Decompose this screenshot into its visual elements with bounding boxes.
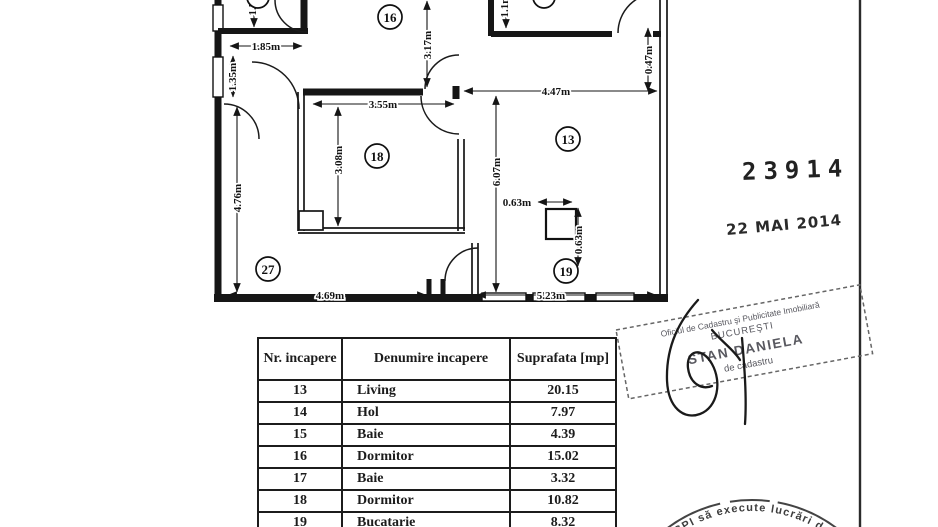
signature	[665, 298, 747, 426]
cell-nr: 18	[257, 489, 343, 513]
door-arc-room19	[444, 247, 479, 282]
cell-nr: 19	[257, 511, 343, 527]
room-19-label: 19	[560, 264, 574, 279]
dim-3-08: 3.08m	[333, 146, 345, 174]
round-stamp-arc-text: CPI să execute lucrări de	[672, 502, 831, 527]
outer-walls	[212, 0, 668, 302]
cell-suprafata: 10.82	[509, 489, 617, 513]
cell-nr: 16	[257, 445, 343, 469]
cell-suprafata: 7.97	[509, 401, 617, 425]
door-arc-top-left-room	[274, 0, 308, 33]
window-left-mid	[212, 56, 224, 98]
round-stamp: CPI să execute lucrări de	[667, 499, 837, 527]
cell-nr: 15	[257, 423, 343, 447]
table-row: 17 Baie 3.32	[257, 467, 617, 491]
window-bottom-3	[595, 292, 635, 302]
cell-denumire: Dormitor	[341, 445, 511, 469]
room-number-labels: 16 13 18 27 19	[246, 0, 581, 284]
door-arc-hall-left	[223, 103, 260, 140]
dim-0-47: 0.47m	[643, 46, 655, 74]
room-13-label: 13	[562, 132, 576, 147]
registration-number-stamp: 23914	[741, 154, 850, 186]
dim-cut-right: 1.1m	[499, 0, 511, 17]
header-nr-incapere: Nr. incapere	[257, 337, 343, 381]
cell-denumire: Dormitor	[341, 489, 511, 513]
table-row: 19 Bucatarie 8.32	[257, 511, 617, 527]
cell-nr: 13	[257, 379, 343, 403]
cell-denumire: Hol	[341, 401, 511, 425]
room-area-table: Nr. incapere Denumire incapere Suprafata…	[257, 337, 617, 527]
table-header-row: Nr. incapere Denumire incapere Suprafata…	[257, 337, 617, 381]
dim-6-07: 6.07m	[491, 158, 503, 186]
door-arc-top-right-room	[617, 0, 637, 34]
wall-notch-room18	[298, 210, 324, 231]
table-row: 14 Hol 7.97	[257, 401, 617, 425]
table-row: 18 Dormitor 10.82	[257, 489, 617, 513]
table-row: 16 Dormitor 15.02	[257, 445, 617, 469]
cell-suprafata: 3.32	[509, 467, 617, 491]
cell-denumire: Bucatarie	[341, 511, 511, 527]
cell-suprafata: 4.39	[509, 423, 617, 447]
dim-3-55: 3.55m	[369, 99, 397, 111]
interior-walls	[218, 0, 661, 301]
svg-text:CPI să execute lucrări de: CPI să execute lucrări de	[672, 502, 833, 527]
table-row: 15 Baie 4.39	[257, 423, 617, 447]
cell-nr: 14	[257, 401, 343, 425]
dim-4-76: 4.76m	[232, 184, 244, 212]
cell-denumire: Baie	[341, 423, 511, 447]
dim-1-35: 1.35m	[227, 63, 239, 91]
dim-4-47: 4.47m	[542, 86, 570, 98]
cell-denumire: Living	[341, 379, 511, 403]
flue-square	[544, 207, 578, 241]
dim-4-69: 4.69m	[316, 290, 344, 302]
cell-suprafata: 15.02	[509, 445, 617, 469]
header-denumire: Denumire incapere	[341, 337, 511, 381]
cell-suprafata: 8.32	[509, 511, 617, 527]
window-left-top	[212, 4, 224, 32]
window-bottom-1	[481, 292, 527, 302]
door-arc-hall	[251, 61, 300, 110]
dim-0-63-v: 0.63m	[573, 226, 585, 254]
dim-1-85: 1.85m	[252, 41, 280, 53]
dimension-lines: 1.85m 1.35m 1.5m 1.1m 3.17m 3.55m 4.47m …	[225, 0, 658, 304]
room-27-label: 27	[262, 262, 276, 277]
header-suprafata: Suprafata [mp]	[509, 337, 617, 381]
dim-3-17: 3.17m	[422, 31, 434, 59]
room-18-label: 18	[371, 149, 385, 164]
door-arc-room16-down	[420, 95, 460, 135]
dim-0-63-h: 0.63m	[503, 197, 531, 209]
room-16-label: 16	[384, 10, 398, 25]
dim-5-23: 5.23m	[537, 290, 565, 302]
cell-denumire: Baie	[341, 467, 511, 491]
cell-suprafata: 20.15	[509, 379, 617, 403]
table-row: 13 Living 20.15	[257, 379, 617, 403]
cell-nr: 17	[257, 467, 343, 491]
